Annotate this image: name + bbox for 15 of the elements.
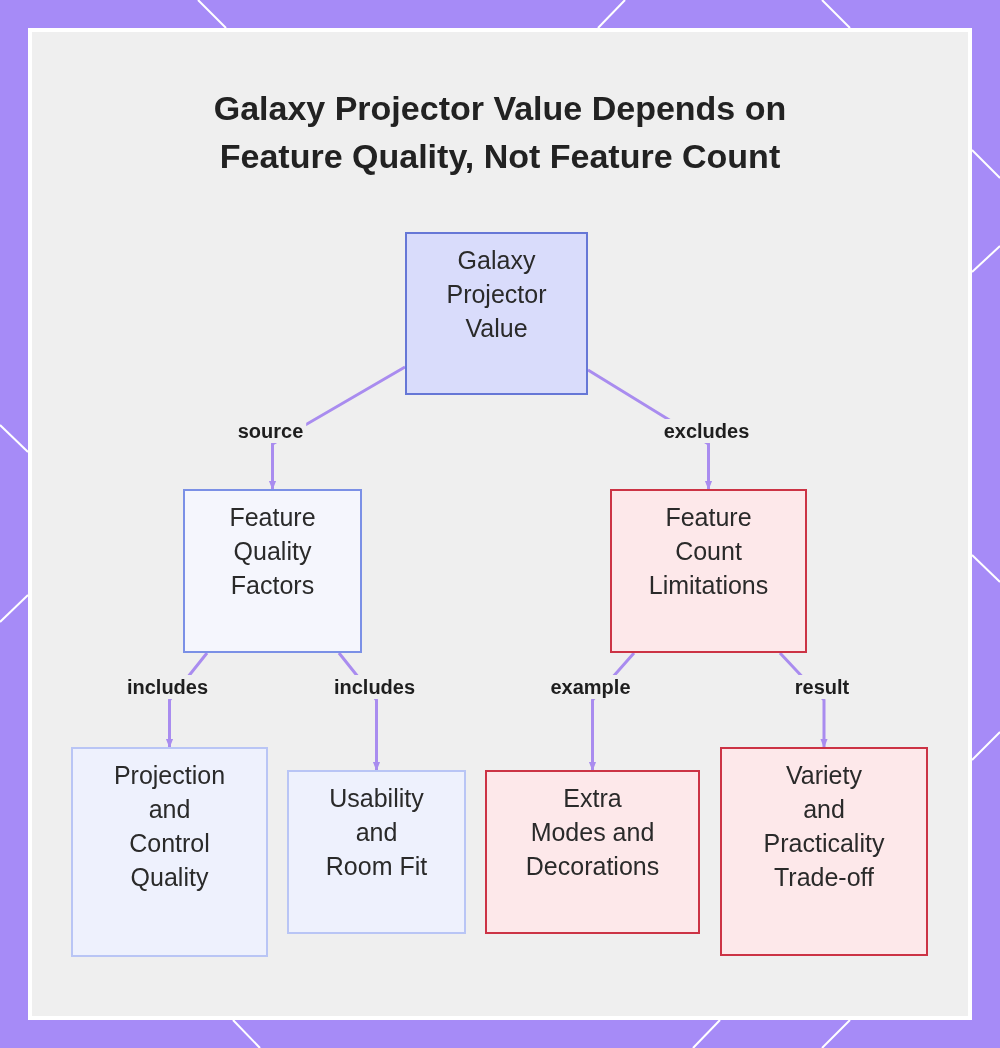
node-text: Usability and Room Fit [324, 783, 429, 882]
concept-box [405, 232, 588, 395]
concept-box [610, 489, 807, 653]
concept-box [485, 770, 700, 934]
concept-box [183, 489, 362, 653]
node-text: Variety and Practicality Trade-off [763, 760, 885, 893]
node-text: Feature Quality Factors [228, 502, 317, 601]
diagram-title: Galaxy Projector Value Depends on Feature Quality, Not Feature Count [212, 88, 788, 177]
concept-box [720, 747, 928, 956]
concept-box [71, 747, 268, 957]
node-text: Feature Count Limitations [647, 502, 770, 601]
concept-box [287, 770, 466, 934]
node-text: Galaxy Projector Value [445, 245, 548, 344]
node-text: Projection and Control Quality [112, 760, 227, 893]
node-text: Extra Modes and Decorations [525, 783, 660, 882]
